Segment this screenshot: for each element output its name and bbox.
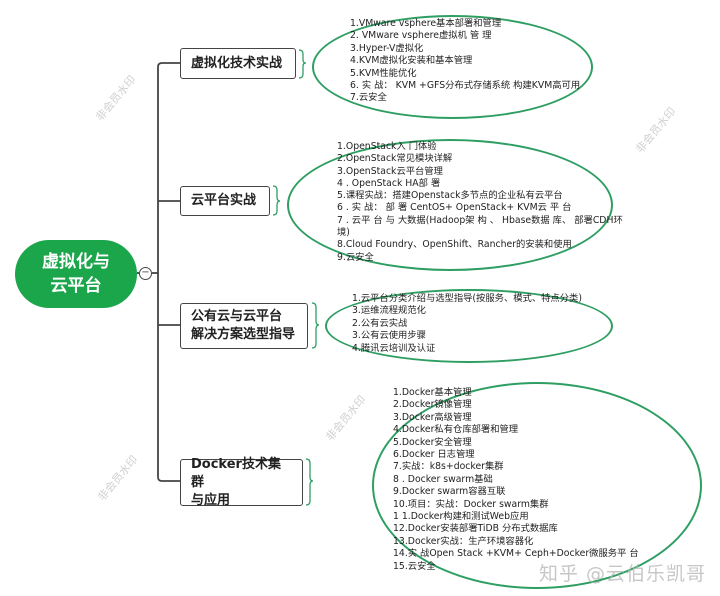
list-item: 5.KVM性能优化: [350, 67, 417, 79]
item-list-virtualization: 1.VMware vsphere基本部署和管理 2. VMware vspher…: [350, 18, 580, 105]
detail-bubble-virtualization: [312, 15, 593, 119]
list-item: 1.OpenStack入 门体验: [337, 141, 437, 152]
branch-label: 虚拟化技术实战: [191, 55, 283, 71]
list-item: 7.云安全: [350, 92, 387, 104]
list-item: 9.云安全: [337, 251, 374, 263]
detail-bubble-cloud-platform: [287, 139, 613, 271]
list-item: 15.云安全: [393, 560, 436, 572]
detail-bubble-public-cloud: [325, 289, 613, 363]
branch-docker[interactable]: Docker技术集群 与应用: [180, 456, 303, 508]
list-item: 6.Docker 日志管理: [393, 449, 475, 461]
list-item: 8.Cloud Foundry、OpenShift、Rancher的安装和使用: [337, 239, 572, 251]
brackets: [272, 49, 320, 506]
list-item: 2.Docker镜像管理: [393, 399, 472, 411]
branch-label: 解决方案选型指导: [191, 327, 296, 342]
list-item: 5.课程实战：搭建Openstack多节点的企业私有云平台: [337, 190, 563, 202]
list-item: 1.Docker基本管理: [393, 387, 472, 398]
list-item: 6. 实 战： KVM +GFS分布式存储系统 构建KVM高可用: [350, 80, 581, 92]
detail-bubble-docker: [372, 382, 702, 589]
list-item: 12.Docker安装部署TiDB 分布式数据库: [393, 523, 558, 535]
list-item: 3.OpenStack云平台管理: [337, 165, 443, 177]
list-item: 7.实战：k8s+docker集群: [393, 461, 504, 473]
list-item: 7 . 云平 台 与 大数据(Hadoop架 构 、 Hbase数据 库、 部署…: [337, 214, 623, 226]
branch-label: 与应用: [191, 492, 231, 508]
item-list-docker: 1.Docker基本管理 2.Docker镜像管理 3.Docker高级管理 4…: [393, 387, 639, 573]
list-item: 4.Docker私有仓库部署和管理: [393, 424, 519, 436]
branch-cloud-platform[interactable]: 云平台实战: [180, 186, 270, 216]
central-title-line2: 云平台: [50, 276, 102, 296]
list-item: 1.云平台分类介绍与选型指导(按服务、模式、特点分类): [352, 293, 582, 304]
central-title-line1: 虚拟化与: [42, 252, 110, 272]
branch-label: Docker技术集群: [191, 456, 281, 490]
branch-label: 公有云与云平台: [191, 309, 283, 324]
source-watermark: 知乎 @云伯乐凯哥: [538, 563, 706, 585]
list-item: 4.KVM虚拟化安装和基本管理: [350, 55, 473, 67]
list-item: 3.Hyper-V虚拟化: [350, 42, 424, 54]
list-item: 6 . 实 战： 部 署 CentOS+ OpenStack+ KVM云 平 台: [337, 202, 572, 214]
branch-label: 云平台实战: [191, 193, 257, 208]
item-list-cloud-platform: 1.OpenStack入 门体验 2.OpenStack常见模块详解 3.Ope…: [337, 141, 623, 264]
list-item: 8 . Docker swarm基础: [393, 473, 493, 485]
list-item: 4.腾讯云培训及认证: [352, 342, 436, 354]
list-item: 5.Docker安全管理: [393, 436, 472, 448]
list-item: 10.项目：实战：Docker swarm集群: [393, 498, 549, 510]
list-item: 1.VMware vsphere基本部署和管理: [350, 18, 502, 29]
list-item: 4 . OpenStack HA部 署: [337, 177, 441, 189]
list-item: 1 1.Docker构建和测试Web应用: [393, 511, 529, 523]
list-item: 3.公有云使用步骤: [352, 330, 426, 342]
list-item: 2.OpenStack常见模块详解: [337, 153, 453, 165]
list-item: 13.Docker实战：生产环境容器化: [393, 535, 534, 547]
list-item: 9.Docker swarm容器互联: [393, 486, 506, 498]
list-item: 3.Docker高级管理: [393, 411, 472, 423]
branch-public-cloud[interactable]: 公有云与云平台 解决方案选型指导: [180, 303, 308, 349]
list-item: 2. VMware vsphere虚拟机 管 理: [350, 30, 492, 42]
list-item: 2.公有云实战: [352, 317, 408, 329]
list-item: 境): [337, 227, 350, 239]
collapse-toggle-icon[interactable]: −: [139, 267, 152, 280]
item-list-public-cloud: 1.云平台分类介绍与选型指导(按服务、模式、特点分类) 3.运维流程规范化 2.…: [352, 293, 582, 355]
branch-virtualization[interactable]: 虚拟化技术实战: [180, 48, 296, 79]
list-item: 14.实 战Open Stack +KVM+ Ceph+Docker微服务平 台: [393, 548, 639, 560]
list-item: 3.运维流程规范化: [352, 305, 426, 317]
central-topic[interactable]: 虚拟化与云平台: [15, 240, 137, 308]
